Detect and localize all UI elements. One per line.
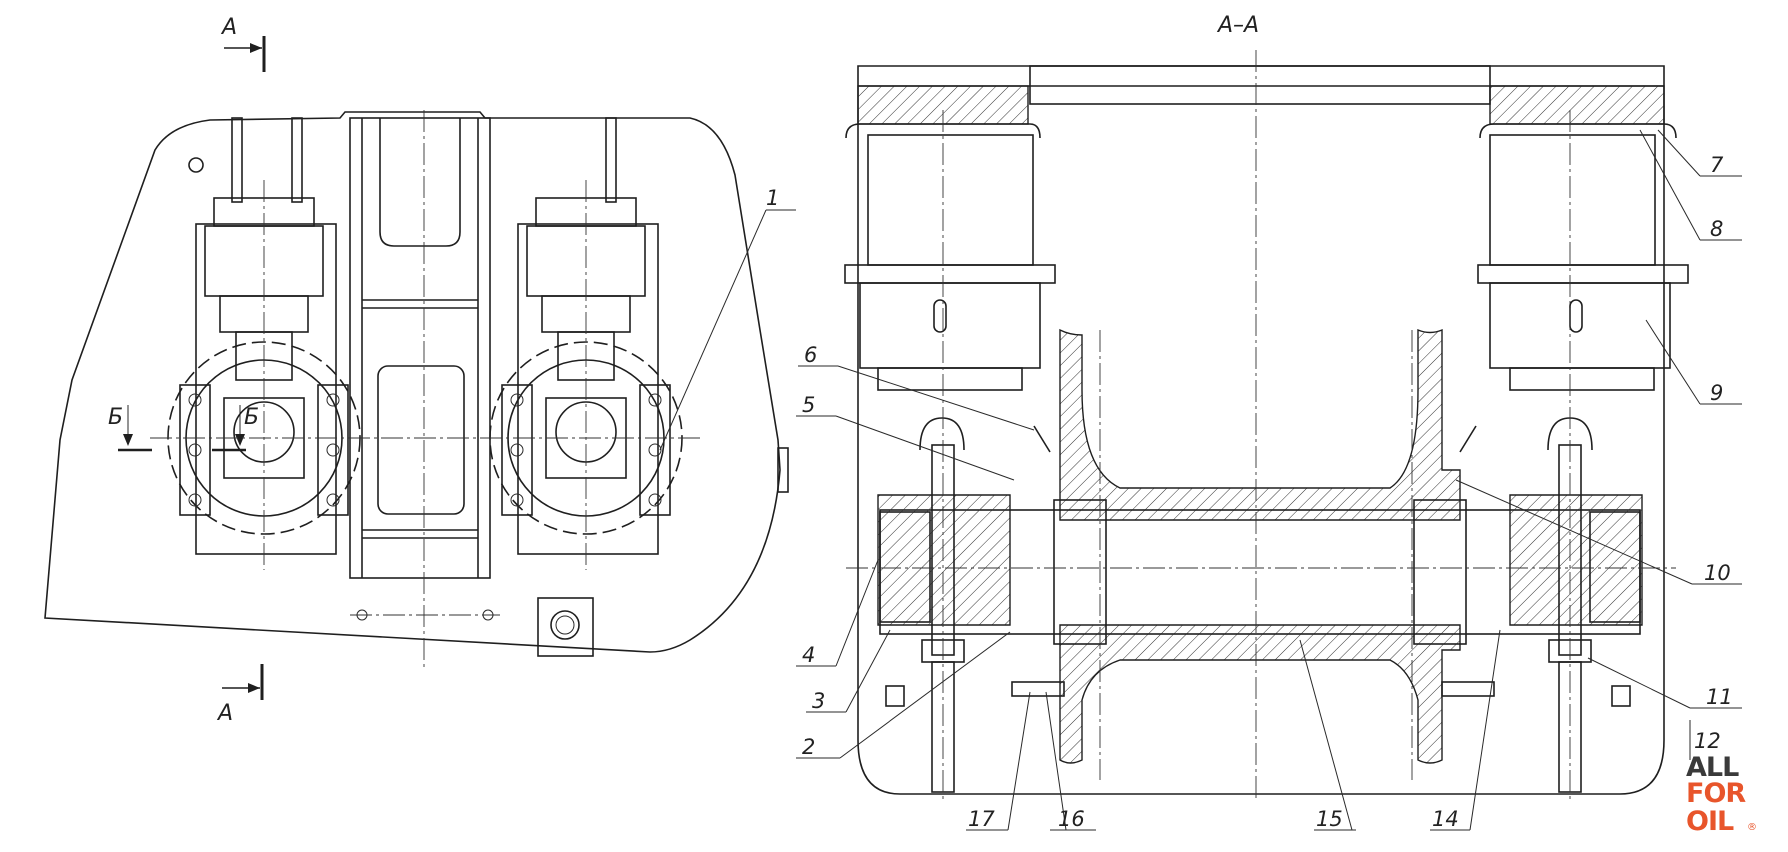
callout-16: 16 (1045, 691, 1096, 831)
svg-text:1: 1 (766, 186, 779, 210)
housing-outline (44, 111, 781, 653)
upper-right-cylinder (1477, 134, 1689, 391)
svg-text:12: 12 (1694, 729, 1721, 753)
svg-text:4: 4 (802, 643, 815, 667)
svg-text:16: 16 (1058, 807, 1085, 831)
svg-text:Б: Б (108, 405, 123, 430)
left-view: A A Б Б (44, 15, 796, 726)
drain-plug-block (537, 597, 594, 657)
callout-3: 3 (806, 629, 891, 713)
svg-text:Б: Б (244, 405, 259, 430)
callout-9: 9 (1645, 319, 1742, 405)
svg-text:FOR: FOR (1686, 778, 1746, 809)
svg-text:ALL: ALL (1686, 752, 1739, 783)
right-shaft-housing (1509, 494, 1643, 626)
left-shaft-housing (877, 494, 1011, 626)
section-title: A–A (1216, 13, 1259, 38)
svg-text:8: 8 (1710, 217, 1723, 241)
upper-left-cylinder (844, 134, 1056, 391)
svg-text:6: 6 (804, 343, 817, 367)
svg-text:7: 7 (1710, 153, 1724, 177)
svg-text:A: A (220, 15, 237, 40)
left-bearing-ring (1053, 499, 1107, 645)
hub-body-lower (1059, 624, 1461, 764)
svg-text:3: 3 (812, 689, 825, 713)
callout-6: 6 (798, 343, 1035, 431)
svg-text:15: 15 (1316, 807, 1343, 831)
right-bearing-ring (1413, 499, 1467, 645)
callout-8: 8 (1639, 129, 1742, 241)
svg-text:2: 2 (802, 735, 815, 759)
svg-text:®: ® (1747, 822, 1757, 833)
section-a-a: A–A (796, 13, 1742, 831)
hub-body (1059, 328, 1461, 521)
mount-hole (188, 157, 204, 173)
svg-text:17: 17 (968, 807, 995, 831)
allforoil-logo: ALL FOR OIL ® (1686, 752, 1757, 837)
callout-11: 11 (1587, 657, 1742, 709)
svg-text:OIL: OIL (1686, 806, 1734, 837)
callout-17: 17 (966, 691, 1031, 831)
callout-2: 2 (796, 631, 1011, 759)
callout-14: 14 (1430, 629, 1501, 831)
callout-15: 15 (1299, 639, 1356, 831)
callout-10: 10 (1455, 479, 1742, 585)
svg-text:10: 10 (1704, 561, 1731, 585)
center-frame (349, 117, 491, 579)
callout-1: 1 (659, 186, 796, 451)
callout-4: 4 (796, 559, 879, 667)
svg-text:5: 5 (802, 393, 815, 417)
callout-5: 5 (796, 393, 1015, 481)
svg-text:9: 9 (1710, 381, 1723, 405)
top-right-block (1489, 85, 1665, 125)
callout-12: 12 (1689, 720, 1721, 760)
section-frame (857, 65, 1665, 795)
cut-marker-top: A (220, 15, 266, 72)
svg-text:14: 14 (1432, 807, 1459, 831)
cut-marker-bottom: A (216, 664, 264, 726)
svg-text:11: 11 (1706, 685, 1733, 709)
callout-7: 7 (1657, 129, 1742, 177)
svg-text:A: A (216, 701, 233, 726)
